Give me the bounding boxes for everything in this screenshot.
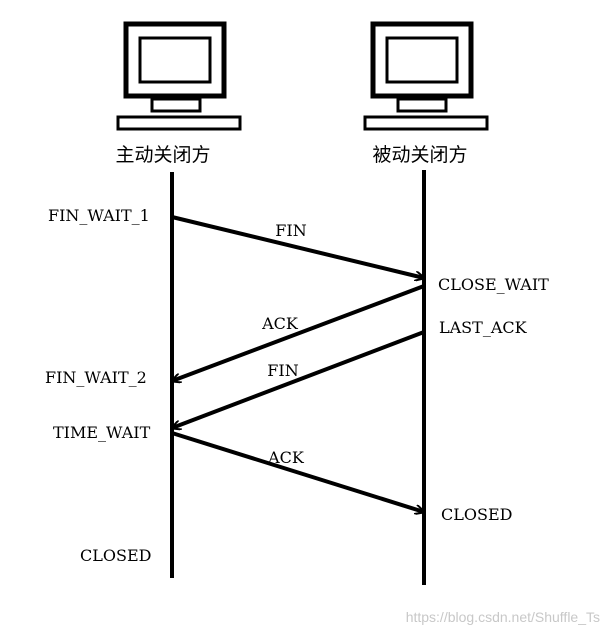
computer-icon [363, 21, 489, 131]
host-label-passive: 被动关闭方 [372, 144, 467, 166]
state-label-right: LAST_ACK [439, 318, 528, 337]
host-label-active: 主动关闭方 [115, 144, 210, 166]
message-label: ACK [267, 448, 305, 467]
message-arrow-fin-2 [172, 330, 425, 428]
message-arrow-fin-1 [171, 215, 424, 278]
message-arrow-ack-1 [172, 284, 425, 381]
state-label-right: CLOSED [441, 505, 512, 524]
state-label-left: FIN_WAIT_2 [45, 368, 147, 387]
watermark: https://blog.csdn.net/Shuffle_Ts [406, 609, 600, 625]
computer-icon [116, 21, 242, 131]
state-label-left: FIN_WAIT_1 [48, 206, 150, 225]
message-label: ACK [261, 314, 299, 333]
message-arrow-ack-2 [171, 431, 424, 512]
state-label-right: CLOSE_WAIT [438, 275, 549, 294]
message-label: FIN [275, 221, 306, 240]
message-label: FIN [267, 361, 298, 380]
state-label-left: CLOSED [80, 546, 151, 565]
state-label-left: TIME_WAIT [53, 423, 151, 442]
